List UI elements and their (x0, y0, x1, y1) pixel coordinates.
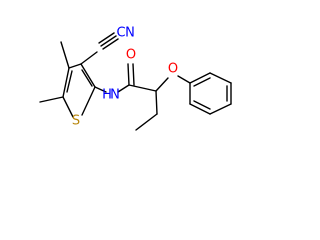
carbonyl-oxygen-label: O (126, 48, 136, 63)
molecule-canvas: C N O N H S O (39, 26, 232, 131)
bond-c2-n (94, 86, 107, 93)
thiophene-ring (62, 63, 96, 118)
bond-calpha-o (155, 77, 169, 92)
bond-c3-cn (80, 51, 98, 65)
carbonyl-double-2 (132, 63, 135, 86)
bond-c3-c2-inner (81, 69, 93, 87)
bond-c3-c2 (80, 63, 96, 88)
nitrile-n-label: N (125, 26, 135, 41)
sulfur-label: S (72, 114, 80, 129)
bond-c5-c4-inner (66, 70, 73, 93)
ether-oxygen-label: O (168, 62, 178, 77)
bond-c4-c3 (68, 63, 82, 69)
triple-bond-cn (98, 32, 119, 50)
bond-n-carbonyl (117, 84, 130, 93)
bond-carbonyl-calpha (128, 84, 157, 92)
bond-o-phenyl (177, 75, 191, 84)
nitrile-c-label: C (116, 26, 125, 41)
bond-ch2-ch3 (135, 113, 158, 131)
bond-calpha-ch2 (155, 90, 158, 115)
amide-nitrogen-label: N (110, 88, 120, 103)
methyl-bond-c5 (39, 96, 64, 103)
bond-s-c5 (62, 96, 74, 118)
methyl-bond-c4 (60, 41, 70, 69)
structure-diagram: C N O N H S O (39, 26, 232, 131)
carbonyl-double-1 (127, 63, 130, 86)
bond-c5-c4 (62, 67, 70, 98)
amide-hydrogen-label: H (102, 88, 112, 103)
phenyl-ring (189, 72, 232, 115)
bond-c2-s (81, 86, 96, 116)
